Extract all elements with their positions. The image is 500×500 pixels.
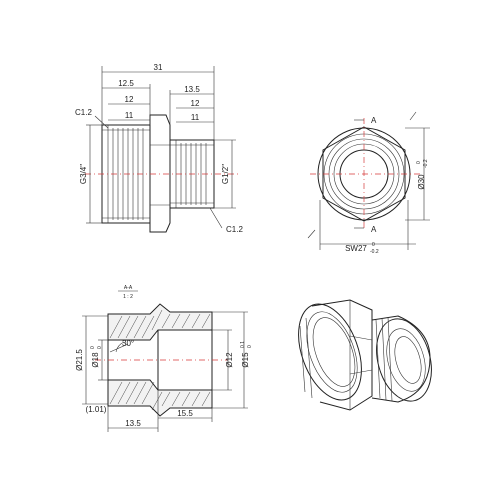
- section-title-top: A-A: [124, 285, 133, 291]
- side-dimension-lines: [86, 66, 236, 229]
- section-hatching: [109, 309, 211, 411]
- dia-left-inner-group: Ø18 0 0: [90, 346, 103, 368]
- dim-chamfer-left: C1.2: [75, 108, 92, 117]
- dim-left-c: 11: [125, 111, 134, 120]
- hex-body: [149, 114, 171, 233]
- section-line: [307, 111, 430, 250]
- end-diameter-dim: Ø30 0 -0.2: [416, 159, 429, 189]
- dim-thread-right: G1/2": [221, 164, 230, 184]
- hex-outline: [322, 126, 406, 222]
- left-thread-lines: [102, 125, 150, 223]
- iso-left-thread-end: [298, 303, 362, 401]
- end-wrench-tol-lower: -0.2: [370, 249, 379, 255]
- iso-thread-marks: [299, 316, 393, 402]
- dia-right-outer: Ø15: [241, 352, 250, 368]
- section-label-top: A: [371, 116, 377, 125]
- dia-right-outer-tol-upper: 0.1: [240, 341, 246, 348]
- dim-overall: 31: [154, 63, 163, 72]
- dia-left-inner: Ø18: [91, 352, 100, 368]
- dim-ref: (1.01): [86, 405, 107, 414]
- section-view: A-A 1 : 2: [75, 285, 253, 432]
- dia-right-outer-group: Ø15 0.1 0: [240, 341, 253, 368]
- dia-left-inner-tol-lower: 0: [97, 346, 103, 349]
- section-label-bottom: A: [371, 225, 377, 234]
- side-view: 31 12.5 12 11 13.5 12 11 C1.2 C1.2 G3/4"…: [75, 63, 243, 234]
- dim-len-right: 15.5: [177, 409, 193, 418]
- dim-right-c: 11: [191, 113, 200, 122]
- dia-right-outer-tol-lower: 0: [247, 345, 253, 348]
- end-wrench-tol-upper: 0: [372, 242, 375, 248]
- dim-left-a: 12.5: [118, 79, 134, 88]
- section-title-bottom: 1 : 2: [123, 294, 133, 300]
- dia-right-inner: Ø12: [225, 352, 234, 368]
- dia-left-outer: Ø21.5: [75, 349, 84, 371]
- dim-thread-left: G3/4": [79, 164, 88, 184]
- end-diameter-tol-lower: -0.2: [423, 159, 429, 168]
- end-wrench-size: SW27: [345, 244, 367, 253]
- dim-left-b: 12: [125, 95, 134, 104]
- dim-len-left: 13.5: [125, 419, 141, 428]
- end-diameter: Ø30: [417, 174, 426, 190]
- end-view: A A Ø30 0 -0.2 SW27 0 -0.2: [307, 111, 430, 255]
- right-thread-body: [169, 139, 215, 209]
- section-dimension-lines: [82, 311, 248, 432]
- iso-right-thread-end: [376, 318, 432, 402]
- section-wall-top: [107, 303, 213, 341]
- end-diameter-tol-upper: 0: [416, 161, 422, 164]
- dim-chamfer-right: C1.2: [226, 225, 243, 234]
- dim-right-a: 13.5: [184, 85, 200, 94]
- dim-right-b: 12: [191, 99, 200, 108]
- dia-left-inner-tol-upper: 0: [90, 346, 96, 349]
- isometric-view: [298, 299, 432, 411]
- section-angle: 30°: [122, 339, 134, 348]
- iso-hex-body: [311, 299, 373, 411]
